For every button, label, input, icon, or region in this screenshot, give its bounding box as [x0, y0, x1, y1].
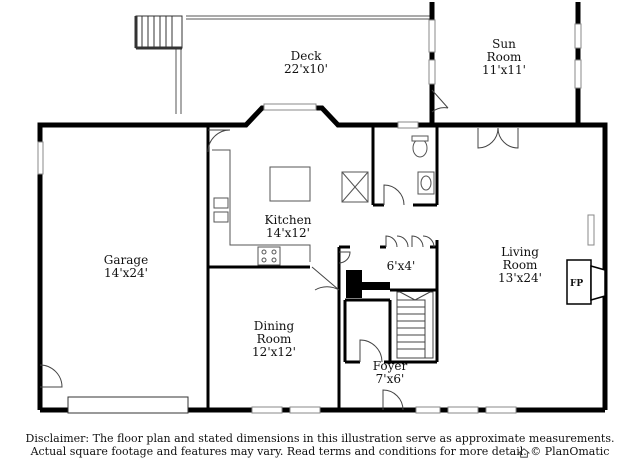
foyer-dims: 7'x6' — [375, 372, 405, 386]
kitchen-dims: 14'x12' — [266, 226, 310, 240]
bath-fixtures — [411, 135, 435, 195]
deck-stairs — [134, 15, 183, 50]
fireplace-label: FP — [570, 279, 584, 289]
garage-dims: 14'x24' — [104, 266, 148, 280]
disclaimer: Disclaimer: The floor plan and stated di… — [0, 432, 640, 458]
disclaimer-line-2: Actual square footage and features may v… — [30, 445, 610, 458]
dining-room-name-2: Room — [256, 332, 292, 346]
fireplace — [566, 259, 606, 305]
living-room-dims: 13'x24' — [498, 271, 542, 285]
interior-stairs — [396, 291, 434, 359]
deck-area — [175, 15, 432, 114]
garage-name: Garage — [103, 253, 149, 267]
closet-label: 6'x4' — [378, 260, 424, 273]
living-room-label: Living Room 13'x24' — [490, 246, 550, 285]
deck-dims: 22'x10' — [284, 62, 328, 76]
sun-room-label: Sun Room 11'x11' — [482, 38, 526, 77]
living-room-name-1: Living — [501, 245, 539, 259]
disclaimer-line-1: Disclaimer: The floor plan and stated di… — [25, 432, 615, 445]
windows — [37, 19, 595, 414]
deck-name: Deck — [290, 49, 322, 63]
sun-room-dims: 11'x11' — [482, 63, 526, 77]
sun-room-name-2: Room — [486, 50, 522, 64]
deck-label: Deck 22'x10' — [278, 50, 334, 76]
dining-room-label: Dining Room 12'x12' — [244, 320, 304, 359]
foyer-name: Foyer — [372, 359, 408, 373]
dining-room-dims: 12'x12' — [252, 345, 296, 359]
living-room-name-2: Room — [502, 258, 538, 272]
planomatic-logo-icon — [518, 448, 530, 458]
doors — [39, 89, 519, 411]
foyer-label: Foyer 7'x6' — [362, 360, 418, 386]
closet-dims: 6'x4' — [386, 259, 416, 273]
kitchen-label: Kitchen 14'x12' — [258, 214, 318, 240]
structural-pillar — [346, 270, 362, 298]
garage-door — [67, 396, 189, 414]
kitchen-fixtures — [212, 149, 369, 266]
kitchen-name: Kitchen — [264, 213, 312, 227]
sun-room-name-1: Sun — [492, 37, 516, 51]
interior-walls — [206, 125, 439, 410]
kitchen-island — [269, 166, 311, 202]
dining-room-name-1: Dining — [253, 319, 295, 333]
closet-wall-block — [362, 282, 390, 290]
garage-label: Garage 14'x24' — [96, 254, 156, 280]
